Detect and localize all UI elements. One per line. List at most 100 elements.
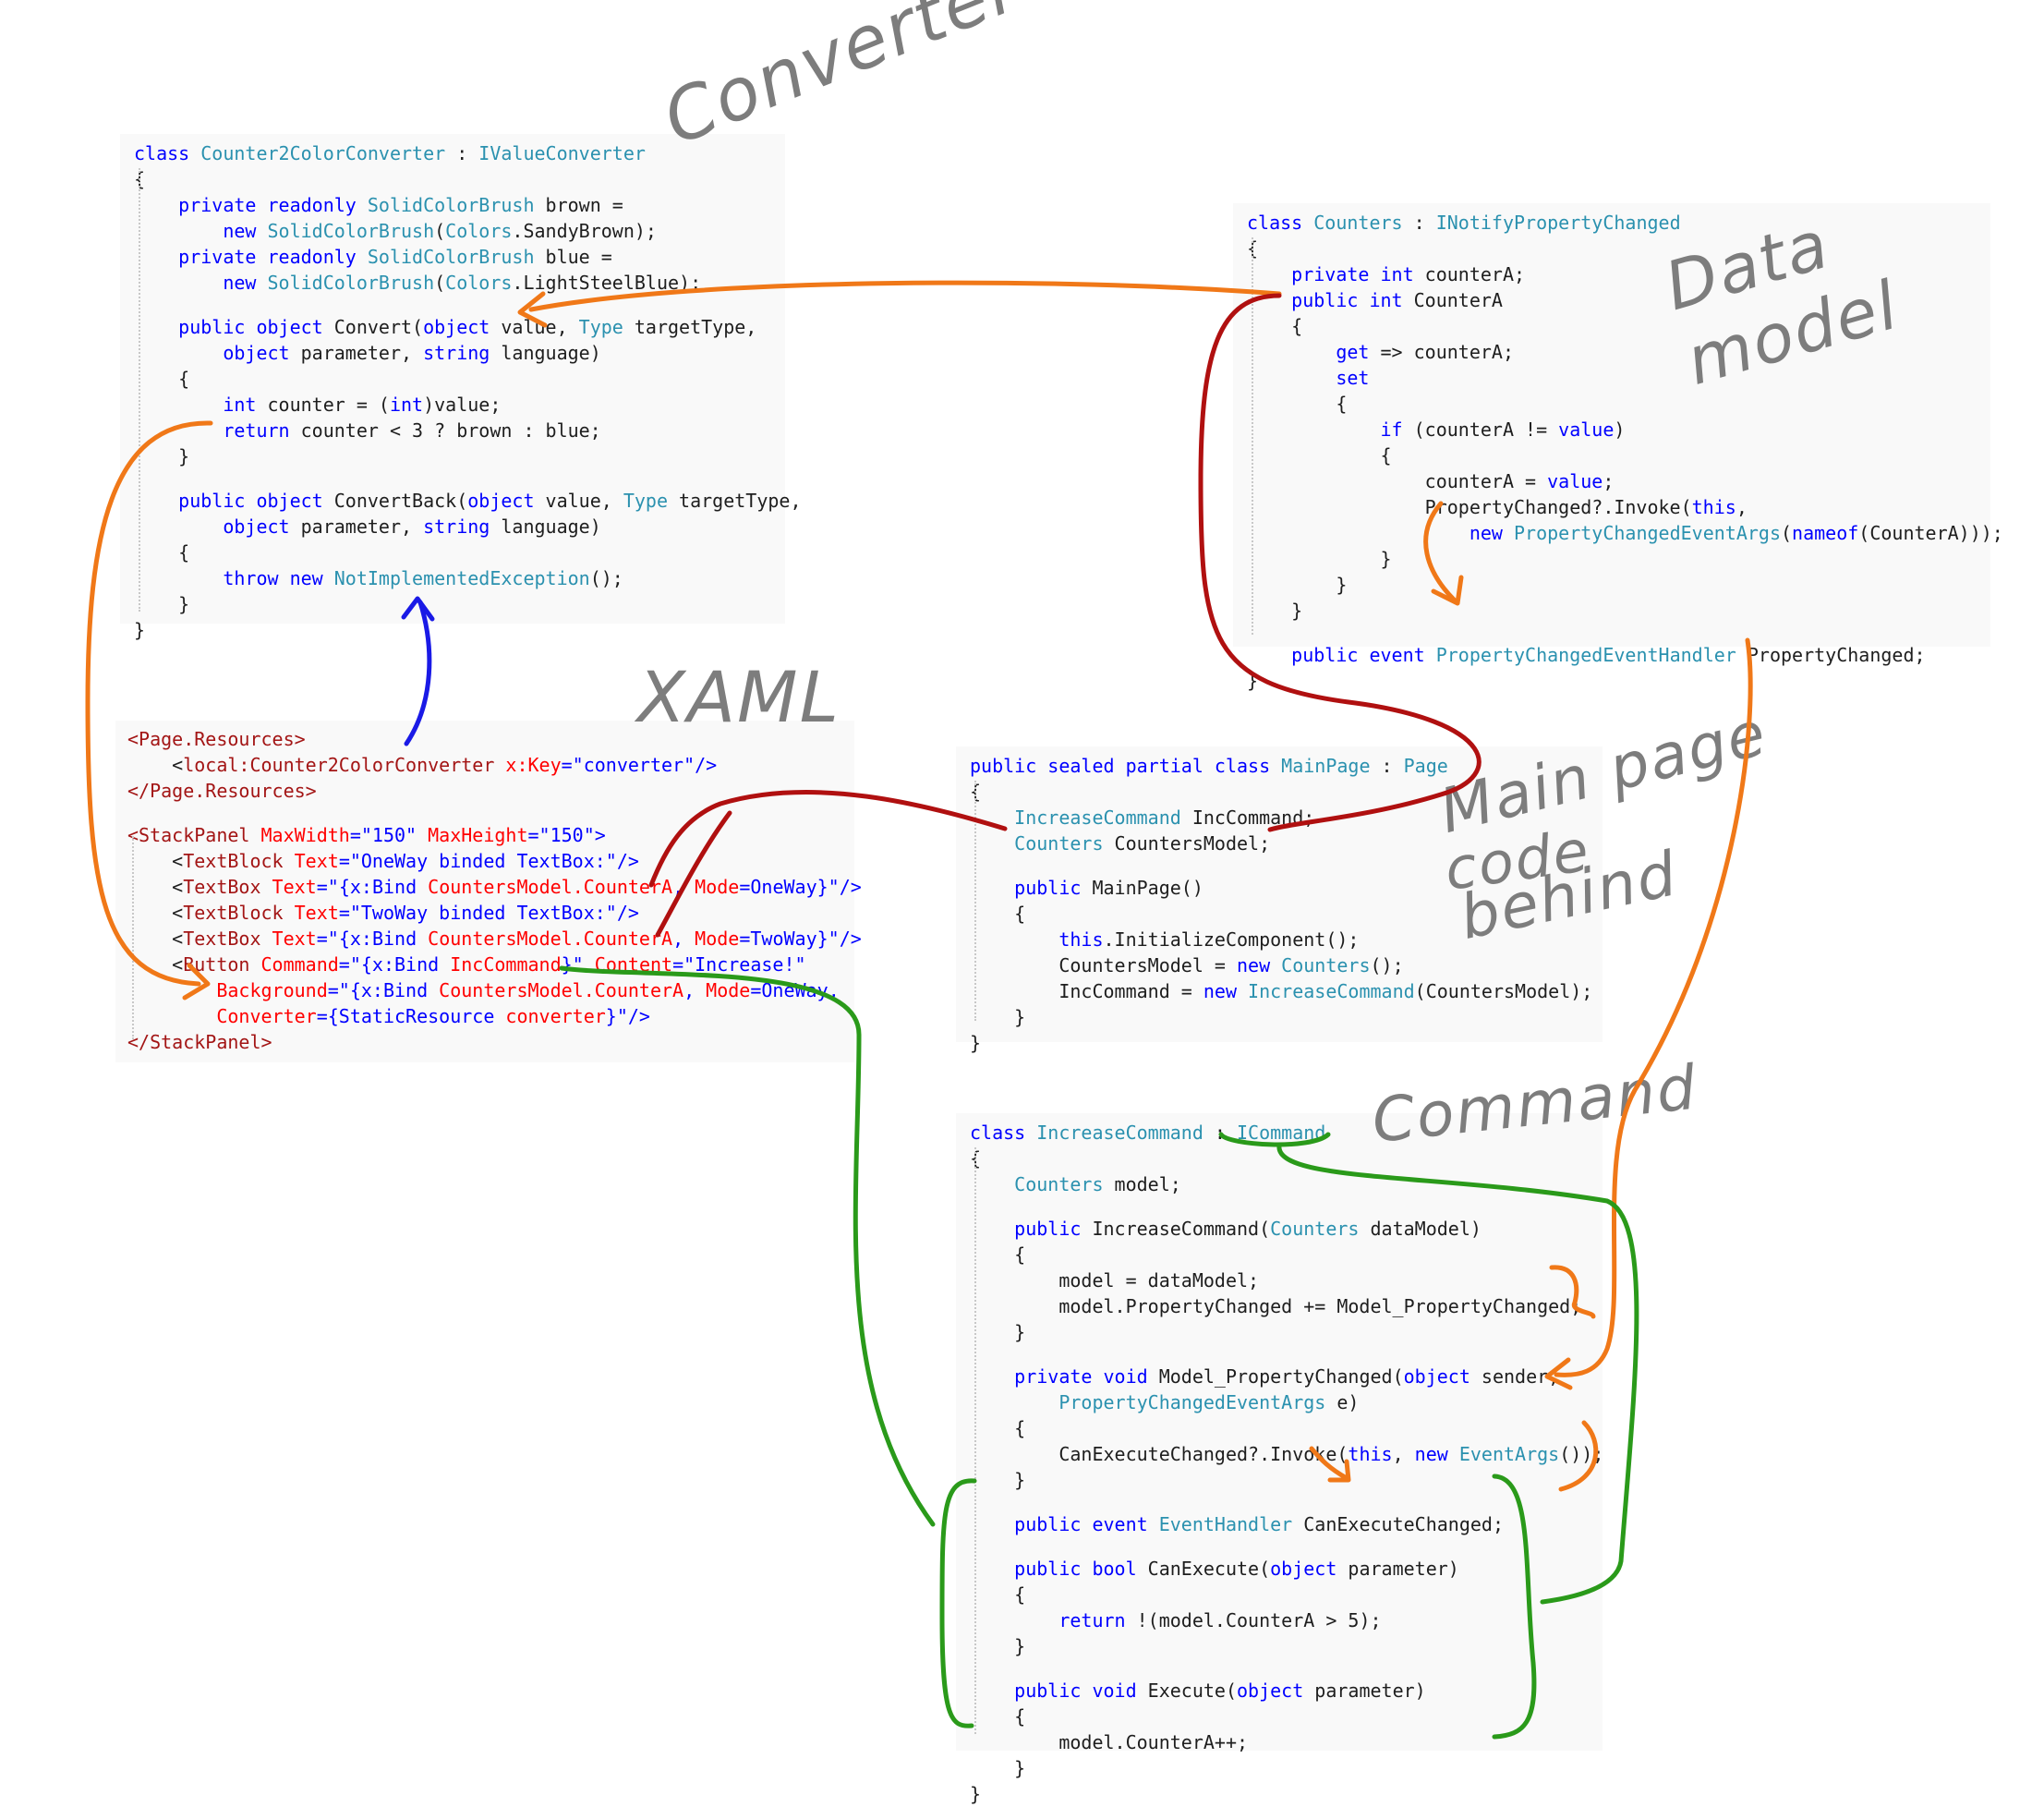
code-line: <TextBlock Text="TwoWay binded TextBox:"… bbox=[127, 900, 862, 926]
code-token: object bbox=[223, 342, 290, 364]
code-line: model.CounterA++; bbox=[970, 1729, 1603, 1755]
code-token: public void bbox=[1014, 1680, 1148, 1702]
code-line: public object Convert(object value, Type… bbox=[134, 314, 802, 340]
code-token: Text bbox=[283, 902, 339, 924]
code-token: object bbox=[1403, 1365, 1470, 1388]
code-line: } bbox=[1247, 546, 2003, 572]
code-token: Counters bbox=[1270, 1218, 1360, 1240]
code-token: SolidColorBrush bbox=[367, 246, 535, 268]
code-token: ( bbox=[434, 272, 446, 294]
code-line: public int CounterA bbox=[1247, 287, 2003, 313]
code-token: ="Increase!" bbox=[672, 953, 806, 976]
brace bbox=[939, 1478, 977, 1728]
code-token: new bbox=[1236, 954, 1282, 976]
code-token: IncreaseCommand bbox=[1036, 1122, 1203, 1144]
code-token: Command bbox=[249, 953, 339, 976]
code-token: MainPage bbox=[1281, 755, 1371, 777]
code-token: { bbox=[970, 1583, 1026, 1606]
code-token: /> bbox=[839, 928, 862, 950]
code-token: (CounterA))); bbox=[1858, 522, 2003, 544]
code-token: (); bbox=[589, 567, 623, 589]
code-token: Type bbox=[578, 316, 623, 338]
code-token: Colors bbox=[445, 220, 513, 242]
code-token: private void bbox=[1014, 1365, 1159, 1388]
code-token: x:Key bbox=[494, 754, 562, 776]
code-token: </Page.Resources> bbox=[127, 780, 317, 802]
code-token: parameter) bbox=[1303, 1680, 1426, 1702]
code-token: ; bbox=[1603, 470, 1615, 492]
code-token: CanExecute( bbox=[1147, 1558, 1271, 1580]
arrow-inccommand-to-command bbox=[559, 965, 936, 1527]
code-token: language) bbox=[490, 342, 601, 364]
code-line: public object ConvertBack(object value, … bbox=[134, 488, 801, 514]
code-line: } bbox=[1247, 572, 2003, 598]
code-token: ConvertBack( bbox=[333, 490, 468, 512]
code-token: ="{x:Bind bbox=[316, 928, 429, 950]
code-token: { bbox=[134, 541, 190, 564]
code-line: <TextBox Text="{x:Bind CountersModel.Cou… bbox=[127, 926, 862, 952]
connector-arrows bbox=[85, 280, 1753, 1740]
code-token: Convert( bbox=[333, 316, 424, 338]
code-token: < bbox=[127, 953, 184, 976]
arrowhead bbox=[517, 291, 548, 328]
code-token: blue = bbox=[534, 246, 612, 268]
code-line: int counter = (int)value; bbox=[134, 392, 802, 418]
code-token: CounterA bbox=[1413, 289, 1503, 311]
code-token: public object bbox=[178, 316, 334, 338]
code-token: .SandyBrown); bbox=[512, 220, 657, 242]
code-token: , bbox=[1392, 1443, 1415, 1465]
code-token: public sealed partial class bbox=[970, 755, 1282, 777]
code-line: model.PropertyChanged += Model_PropertyC… bbox=[970, 1293, 1603, 1319]
code-token: if bbox=[1380, 418, 1403, 441]
code-line: throw new NotImplementedException(); bbox=[134, 565, 802, 591]
code-token: this bbox=[1691, 496, 1736, 518]
code-line: <local:Counter2ColorConverter x:Key="con… bbox=[127, 752, 862, 778]
code-token: { bbox=[970, 1243, 1026, 1266]
code-token: object bbox=[1237, 1680, 1304, 1702]
code-line: class IncreaseCommand : ICommand bbox=[970, 1120, 1603, 1146]
code-token: Counters bbox=[1313, 212, 1403, 234]
code-token: )value; bbox=[423, 394, 502, 416]
code-token: model = dataModel; bbox=[970, 1269, 1260, 1292]
code-token: MaxHeight bbox=[417, 824, 528, 846]
code-token: } bbox=[970, 1757, 1026, 1779]
code-token: public bbox=[1014, 1218, 1093, 1240]
code-token: return bbox=[223, 419, 290, 442]
code-token: object bbox=[423, 316, 490, 338]
code-token: (CountersModel); bbox=[1414, 980, 1593, 1002]
arrow-invoke-to-canexecutechanged bbox=[1309, 1446, 1349, 1481]
code-line: public bool CanExecute(object parameter) bbox=[970, 1556, 1603, 1582]
code-line: PropertyChangedEventArgs e) bbox=[970, 1389, 1603, 1415]
brace bbox=[1558, 1420, 1599, 1492]
code-line: { bbox=[970, 1242, 1603, 1267]
code-token: private readonly bbox=[178, 194, 368, 216]
code-line: } bbox=[970, 1004, 1592, 1030]
code-line: public event EventHandler CanExecuteChan… bbox=[970, 1511, 1603, 1537]
indent-guide bbox=[974, 1147, 976, 1734]
code-token: e) bbox=[1325, 1391, 1360, 1413]
arrow-return-to-background bbox=[85, 420, 213, 987]
code-token: ="150" bbox=[349, 824, 417, 846]
code-token: throw new bbox=[223, 567, 334, 589]
code-token: IncreaseCommand bbox=[1014, 806, 1181, 829]
arrow-icommand-to-members bbox=[1276, 1143, 1639, 1605]
indent-guide bbox=[132, 836, 134, 1039]
code-token: object bbox=[223, 515, 290, 538]
code-token: class bbox=[970, 1122, 1037, 1144]
code-token: new bbox=[223, 220, 268, 242]
code-token: string bbox=[423, 342, 490, 364]
arrowhead bbox=[1431, 575, 1464, 606]
code-token: MaxWidth bbox=[249, 824, 350, 846]
underline-icommand bbox=[1218, 1132, 1331, 1147]
code-token: { bbox=[134, 368, 190, 390]
code-line: { bbox=[970, 901, 1592, 927]
arrow-resources-to-converter bbox=[404, 600, 432, 746]
code-line: IncCommand = new IncreaseCommand(Counter… bbox=[970, 978, 1592, 1004]
code-token: private readonly bbox=[178, 246, 368, 268]
code-token: SolidColorBrush bbox=[267, 272, 435, 294]
code-token: CountersModel.CounterA bbox=[428, 876, 673, 898]
code-line: </Page.Resources> bbox=[127, 778, 862, 804]
code-token: counterA = bbox=[1247, 470, 1548, 492]
code-token: TextBlock bbox=[183, 902, 284, 924]
code-token: < bbox=[127, 850, 184, 872]
